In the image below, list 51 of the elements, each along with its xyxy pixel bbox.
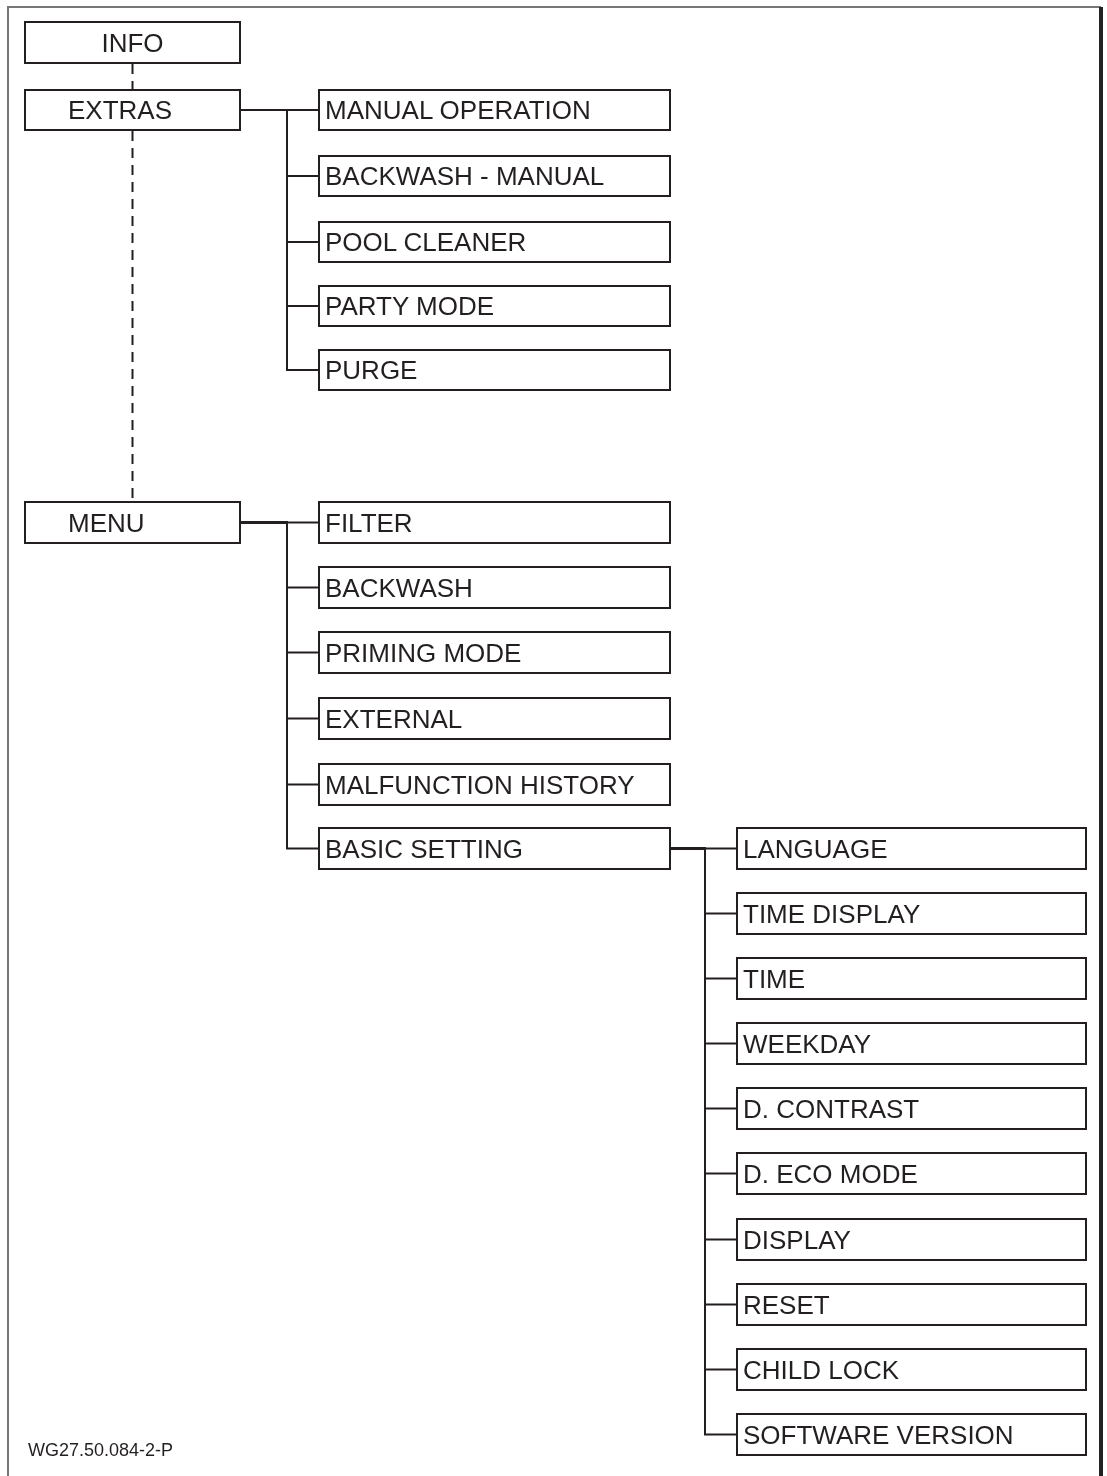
menu-item-label: D. ECO MODE [743, 1160, 918, 1187]
menu-item-label: EXTRAS [68, 97, 173, 123]
menu-item-label: FILTER [325, 509, 413, 536]
menu-item-box [318, 349, 671, 391]
menu-item-box [736, 1413, 1087, 1456]
menu-item-box [736, 1087, 1087, 1130]
menu-item-label: PRIMING MODE [325, 639, 522, 666]
menu-item-box [736, 1218, 1087, 1261]
menu-item-box [736, 1022, 1087, 1065]
menu-item-box [736, 1348, 1087, 1391]
menu-item-box [318, 221, 671, 263]
menu-item-box [24, 501, 241, 544]
tree-connector [240, 109, 319, 371]
menu-item-label: INFO [101, 29, 164, 56]
menu-item-label: BASIC SETTING [325, 835, 523, 862]
menu-item-label: BACKWASH - MANUAL [325, 163, 605, 189]
menu-item-label: WEEKDAY [743, 1030, 872, 1057]
menu-item-box [318, 763, 671, 806]
menu-item-box [318, 155, 671, 197]
menu-item-box [736, 1152, 1087, 1195]
menu-item-label: MENU [68, 509, 145, 536]
menu-item-label: BACKWASH [325, 574, 473, 601]
menu-item-label: MALFUNCTION HISTORY [325, 771, 635, 798]
menu-item-label: D. CONTRAST [743, 1095, 920, 1122]
menu-item-box [24, 21, 241, 64]
menu-item-label: POOL CLEANER [325, 229, 527, 255]
menu-item-box [318, 89, 671, 131]
menu-item-label: TIME DISPLAY [743, 900, 921, 927]
menu-item-box [318, 827, 671, 870]
menu-item-box [318, 285, 671, 327]
menu-item-label: PARTY MODE [325, 293, 495, 319]
menu-item-label: CHILD LOCK [743, 1356, 900, 1383]
menu-item-label: DISPLAY [743, 1226, 851, 1253]
dashed-connector [131, 63, 134, 90]
drawing-number: WG27.50.084-2-P [28, 1440, 174, 1461]
menu-item-box [318, 501, 671, 544]
menu-item-box [24, 89, 241, 131]
menu-item-box [736, 892, 1087, 935]
menu-item-box [318, 566, 671, 609]
menu-item-box [736, 827, 1087, 870]
menu-item-label: EXTERNAL [325, 705, 463, 732]
menu-item-box [318, 631, 671, 674]
menu-item-box [318, 697, 671, 740]
menu-item-label: RESET [743, 1291, 830, 1318]
menu-item-box [736, 957, 1087, 1000]
menu-item-label: PURGE [325, 357, 418, 383]
menu-item-label: MANUAL OPERATION [325, 97, 591, 123]
menu-item-label: SOFTWARE VERSION [743, 1421, 1014, 1448]
menu-item-box [736, 1283, 1087, 1326]
menu-item-label: LANGUAGE [743, 835, 888, 862]
menu-item-label: TIME [743, 965, 806, 992]
